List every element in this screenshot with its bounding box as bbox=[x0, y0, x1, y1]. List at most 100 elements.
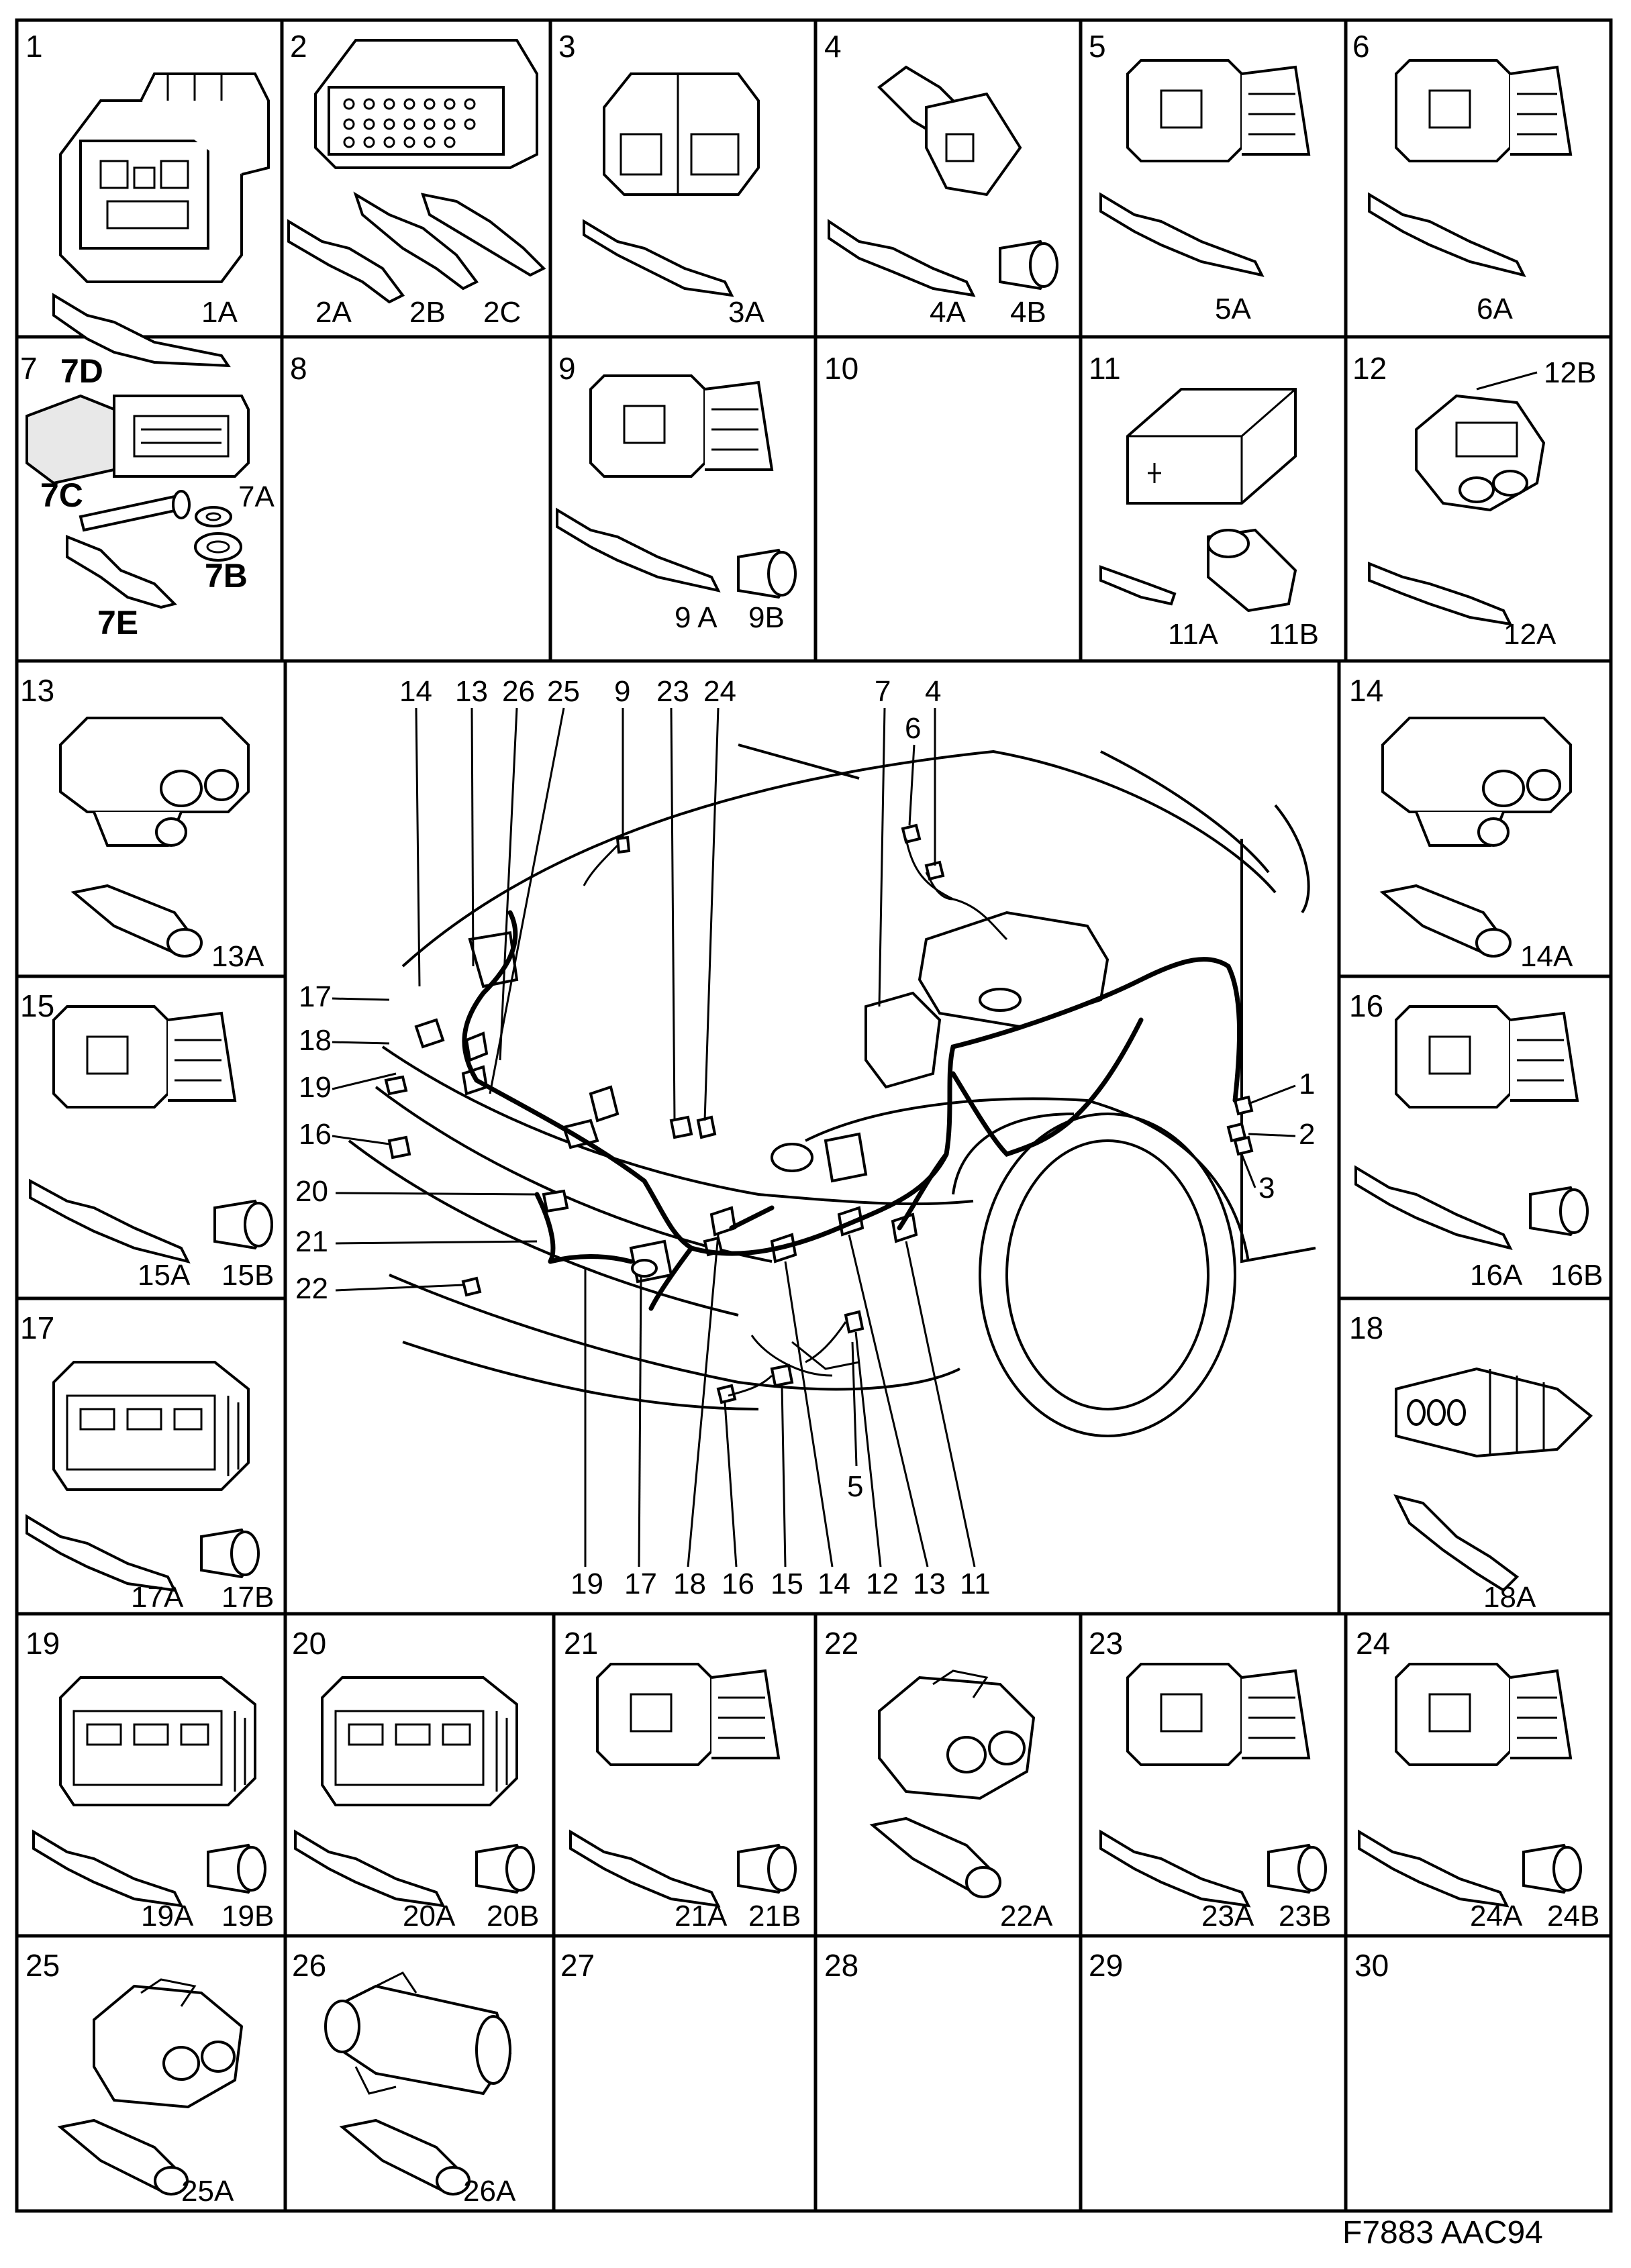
connector-6-drawing bbox=[1395, 59, 1573, 162]
connector-26-drawing bbox=[324, 1971, 512, 2096]
callout-top-24: 24 bbox=[703, 675, 736, 708]
sub-label-24A: 24A bbox=[1470, 1900, 1523, 1932]
connector-24-drawing bbox=[1395, 1663, 1573, 1766]
callout-left-18: 18 bbox=[299, 1024, 332, 1057]
cell-number: 22 bbox=[824, 1626, 858, 1661]
cell-number: 9 bbox=[558, 351, 576, 386]
callout-left-16: 16 bbox=[299, 1118, 332, 1151]
cell-6: 6 6A bbox=[1352, 29, 1573, 325]
main-callouts: 14 13 26 25 9 23 24 7 6 4 17 18 19 16 20… bbox=[295, 675, 1315, 1600]
sub-label-11B: 11B bbox=[1269, 618, 1319, 651]
sub-label-11A: 11A bbox=[1168, 618, 1219, 651]
cell-24: 24 24A 24B bbox=[1356, 1626, 1599, 1932]
terminal-25A-drawing bbox=[57, 2118, 189, 2196]
cell-8: 8 bbox=[290, 351, 307, 386]
cell-4: 4 4A 4B bbox=[824, 29, 1058, 329]
cell-number: 10 bbox=[824, 351, 858, 386]
sub-label-7E: 7E bbox=[97, 604, 138, 641]
callout-top-25: 25 bbox=[547, 675, 580, 708]
seal-23B-drawing bbox=[1267, 1843, 1327, 1894]
cell-number: 27 bbox=[560, 1948, 595, 1983]
sub-label-5A: 5A bbox=[1215, 293, 1251, 325]
sub-label-4A: 4A bbox=[930, 296, 966, 329]
callout-bottom-18: 18 bbox=[673, 1567, 706, 1600]
connector-19-drawing bbox=[59, 1676, 256, 1806]
callout-left-22: 22 bbox=[295, 1272, 328, 1305]
connector-13-drawing bbox=[59, 717, 250, 847]
cell-number: 14 bbox=[1349, 673, 1383, 708]
cell-number: 28 bbox=[824, 1948, 858, 1983]
callout-right-1: 1 bbox=[1299, 1068, 1315, 1100]
cell-12: 12 12B 12A bbox=[1352, 351, 1596, 651]
terminal-4A-drawing bbox=[828, 219, 976, 297]
cell-number: 12 bbox=[1352, 351, 1387, 386]
sub-label-13A: 13A bbox=[211, 940, 264, 973]
terminal-21A-drawing bbox=[569, 1829, 721, 1908]
cell-10: 10 bbox=[824, 351, 858, 386]
sub-label-1A: 1A bbox=[201, 296, 238, 329]
sub-label-7D: 7D bbox=[60, 352, 103, 390]
sub-label-24B: 24B bbox=[1547, 1900, 1599, 1932]
terminal-3A-drawing bbox=[583, 219, 734, 297]
terminal-6A-drawing bbox=[1368, 192, 1526, 277]
cell-number: 8 bbox=[290, 351, 307, 386]
sub-label-9A: 9 A bbox=[675, 601, 718, 634]
connector-25-drawing bbox=[93, 1978, 244, 2109]
terminal-26A-drawing bbox=[339, 2118, 471, 2196]
sub-label-9B: 9B bbox=[748, 601, 785, 634]
connector-5-drawing bbox=[1126, 59, 1311, 162]
cell-14: 14 14A bbox=[1349, 673, 1573, 973]
cell-22: 22 22A bbox=[824, 1626, 1053, 1932]
terminal-1A-drawing bbox=[52, 293, 231, 368]
callout-bottom-15: 15 bbox=[771, 1567, 803, 1600]
cell-21: 21 21A 21B bbox=[564, 1626, 801, 1932]
cell-number: 16 bbox=[1349, 988, 1383, 1023]
cell-number: 25 bbox=[26, 1948, 60, 1983]
seal-4B-drawing bbox=[999, 240, 1058, 291]
callout-top-14: 14 bbox=[399, 675, 432, 708]
cell-30: 30 bbox=[1354, 1948, 1389, 1983]
callout-bottom-13: 13 bbox=[913, 1567, 946, 1600]
seal-17B-drawing bbox=[200, 1528, 260, 1579]
cell-number: 11 bbox=[1089, 351, 1121, 386]
callout-top-7: 7 bbox=[875, 675, 891, 708]
terminal-17A-drawing bbox=[26, 1514, 177, 1592]
callout-bottom-11: 11 bbox=[960, 1567, 991, 1600]
terminal-7E-drawing bbox=[66, 535, 177, 609]
cell-number: 20 bbox=[292, 1626, 326, 1661]
sub-label-7A: 7A bbox=[238, 480, 275, 513]
cell-19: 19 19A 19B bbox=[26, 1626, 274, 1932]
connector-23-drawing bbox=[1126, 1663, 1311, 1766]
terminal-13A-drawing bbox=[70, 884, 203, 958]
sub-label-7C: 7C bbox=[40, 476, 83, 514]
cell-5: 5 5A bbox=[1089, 29, 1311, 325]
terminal-16A-drawing bbox=[1354, 1165, 1513, 1250]
connector-21-drawing bbox=[596, 1663, 781, 1766]
connector-14-drawing bbox=[1381, 717, 1572, 847]
sub-label-19A: 19A bbox=[141, 1900, 194, 1932]
washer-7B-drawing bbox=[194, 532, 242, 562]
callout-top-6: 6 bbox=[905, 712, 921, 745]
cell-number: 17 bbox=[20, 1310, 54, 1345]
sub-label-22A: 22A bbox=[1000, 1900, 1053, 1932]
connector-7-drawing bbox=[26, 394, 250, 485]
sub-label-17A: 17A bbox=[131, 1581, 184, 1614]
terminal-20A-drawing bbox=[294, 1829, 446, 1908]
terminal-18A-drawing bbox=[1393, 1494, 1520, 1592]
seal-24B-drawing bbox=[1522, 1843, 1582, 1894]
cell-1: 1 1A bbox=[26, 29, 270, 368]
seal-21B-drawing bbox=[737, 1843, 797, 1894]
sub-label-23B: 23B bbox=[1279, 1900, 1331, 1932]
cell-number: 30 bbox=[1354, 1948, 1389, 1983]
cell-number: 18 bbox=[1349, 1310, 1383, 1345]
callout-top-13: 13 bbox=[455, 675, 488, 708]
terminal-15A-drawing bbox=[29, 1178, 191, 1264]
connector-18-drawing bbox=[1395, 1367, 1593, 1458]
sub-label-16A: 16A bbox=[1470, 1259, 1523, 1292]
callout-top-9: 9 bbox=[614, 675, 630, 708]
terminal-24A-drawing bbox=[1358, 1829, 1510, 1908]
cell-number: 29 bbox=[1089, 1948, 1123, 1983]
callout-bottom-14: 14 bbox=[818, 1567, 850, 1600]
cell-number: 1 bbox=[26, 29, 43, 64]
terminals-2-drawing bbox=[287, 191, 546, 304]
